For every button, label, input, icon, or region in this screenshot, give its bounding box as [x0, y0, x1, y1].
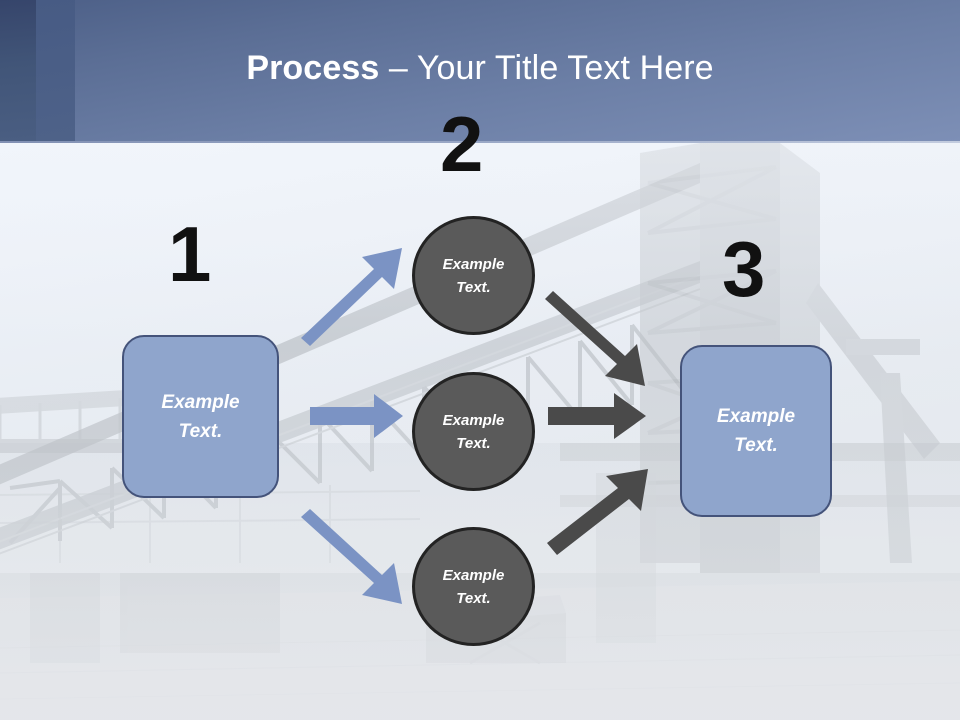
dark-arrow-down-icon	[545, 291, 645, 386]
process-circle-bottom-line1: Example	[442, 566, 505, 584]
process-box-left[interactable]: Example Text.	[122, 335, 279, 498]
process-box-right-line1: Example	[716, 406, 796, 427]
process-box-right[interactable]: Example Text.	[680, 345, 832, 517]
process-circle-top[interactable]: Example Text.	[412, 216, 535, 335]
process-box-right-line2: Text.	[734, 435, 778, 456]
process-circle-bottom-line2: Text.	[456, 589, 491, 607]
step-number-2: 2	[440, 100, 483, 188]
dark-arrow-straight-icon	[548, 393, 646, 439]
arrow-group	[301, 248, 648, 604]
process-circle-middle-line2: Text.	[456, 434, 491, 452]
blue-arrow-straight-icon	[310, 394, 403, 438]
process-box-left-line1: Example	[161, 391, 240, 413]
page-title-light: – Your Title Text Here	[379, 49, 714, 87]
step-number-1: 1	[168, 210, 211, 298]
header-accent-band-dark	[0, 0, 36, 141]
blue-arrow-down-icon	[301, 509, 402, 604]
process-circle-bottom[interactable]: Example Text.	[412, 527, 535, 646]
process-circle-top-line1: Example	[442, 255, 505, 273]
header-bottom-rule	[0, 141, 960, 143]
process-circle-middle-line1: Example	[442, 411, 505, 429]
slide-header: Process – Your Title Text Here	[0, 0, 960, 143]
header-background	[0, 0, 960, 141]
process-circle-top-line2: Text.	[456, 278, 491, 296]
step-number-3: 3	[722, 225, 765, 313]
blue-arrow-up-icon	[301, 248, 402, 346]
process-box-left-line2: Text.	[178, 420, 223, 442]
dark-arrow-up-icon	[547, 469, 648, 555]
process-circle-middle[interactable]: Example Text.	[412, 372, 535, 491]
page-title-strong: Process	[246, 49, 380, 87]
page-title: Process – Your Title Text Here	[0, 48, 960, 88]
